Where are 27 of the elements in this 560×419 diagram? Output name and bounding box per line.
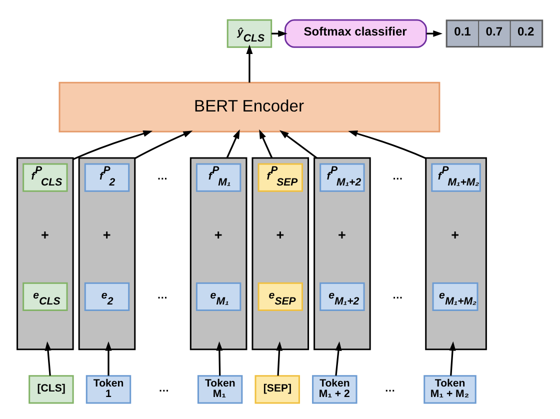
node-box: Token M₁ + 2 (312, 374, 358, 404)
label: … (392, 289, 403, 302)
arrow (134, 130, 193, 159)
arrow (216, 340, 223, 376)
arrow (279, 130, 318, 158)
arrow (449, 340, 456, 376)
node-box: [CLS] (28, 374, 74, 404)
label: … (392, 170, 403, 182)
arrow (72, 130, 153, 160)
node-box: Token M₁ + M₂ (424, 374, 476, 404)
label: … (157, 289, 168, 302)
arrow (348, 130, 426, 159)
arrow (276, 340, 283, 376)
arrow (335, 340, 342, 376)
node-box: BERT Encoder (58, 81, 440, 132)
node-box: Token M₁ (197, 374, 243, 404)
arrow (105, 340, 112, 376)
arrow (259, 128, 273, 158)
node-box: [SEP] (254, 374, 300, 404)
label: … (384, 382, 396, 394)
arrow (246, 44, 253, 82)
arrow (226, 128, 240, 158)
node-box: Token 1 (86, 374, 132, 404)
label: … (157, 170, 168, 182)
arrow (44, 340, 52, 376)
label: … (158, 382, 170, 394)
node-box: Softmax classifier (284, 18, 427, 48)
